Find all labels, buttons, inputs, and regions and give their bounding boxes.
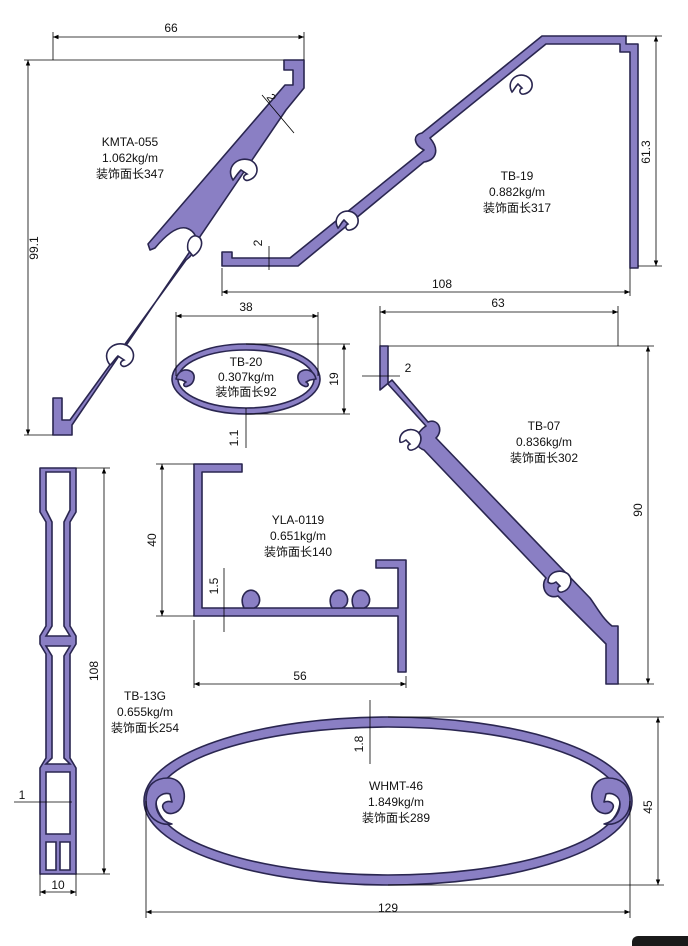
tb20-wall-label: 1.1 [227, 429, 241, 446]
tb19-area: 装饰面长317 [483, 201, 551, 215]
kmta-weight: 1.062kg/m [102, 151, 158, 165]
tb19-height-label: 61.3 [639, 140, 653, 164]
tb07-height-label: 90 [631, 503, 645, 517]
yla-weight: 0.651kg/m [270, 529, 326, 543]
tb19-width-label: 108 [432, 277, 452, 291]
yla-area: 装饰面长140 [264, 545, 332, 559]
tb19-weight: 0.882kg/m [489, 185, 545, 199]
tb20-weight: 0.307kg/m [218, 370, 274, 384]
tb13g-width-label: 10 [51, 878, 65, 892]
page-number-tab [632, 936, 688, 946]
whmt-weight: 1.849kg/m [368, 795, 424, 809]
yla-width-label: 56 [293, 669, 307, 683]
whmt-width-label: 129 [378, 901, 398, 915]
kmta-height-label: 99.1 [27, 236, 41, 260]
tb20-height-label: 19 [327, 372, 341, 386]
tb07-area: 装饰面长302 [510, 451, 578, 465]
profile-yla-0119: 40 56 1.5 YLA-0119 0.651kg/m 装饰面长140 [145, 463, 407, 688]
tb07-wall-label: 2 [405, 361, 412, 375]
tb19-code: TB-19 [501, 169, 534, 183]
profile-kmta-055: 66 99.1 2 KMTA-055 1.062kg/m 装饰面长347 [24, 21, 305, 436]
tb07-weight: 0.836kg/m [516, 435, 572, 449]
yla-wall-label: 1.5 [207, 577, 221, 594]
tb20-code: TB-20 [230, 355, 263, 369]
kmta-width-label: 66 [164, 21, 178, 35]
whmt-code: WHMT-46 [369, 779, 423, 793]
tb13g-area: 装饰面长254 [111, 721, 179, 735]
profile-tb-19: 108 61.3 2 TB-19 0.882kg/m 装饰面长317 [221, 35, 662, 296]
whmt-area: 装饰面长289 [362, 811, 430, 825]
tb07-width-label: 63 [491, 296, 505, 310]
kmta-area: 装饰面长347 [96, 167, 164, 181]
tb13g-height-label: 108 [87, 661, 101, 681]
tb13g-weight: 0.655kg/m [117, 705, 173, 719]
whmt-height-label: 45 [641, 800, 655, 814]
profile-tb-20: 38 19 1.1 TB-20 0.307kg/m 装饰面长92 [171, 300, 350, 448]
profile-tb-13g: 108 10 1 TB-13G 0.655kg/m 装饰面长254 [14, 467, 179, 896]
profile-tb-07: 63 90 2 TB-07 0.836kg/m 装饰面长302 [362, 296, 654, 685]
tb13g-wall-label: 1 [19, 788, 26, 802]
yla-height-label: 40 [145, 533, 159, 547]
tb07-code: TB-07 [528, 419, 561, 433]
whmt-wall-label: 1.8 [352, 735, 366, 752]
yla-code: YLA-0119 [272, 513, 325, 527]
profile-whmt-46: 129 45 1.8 WHMT-46 1.849kg/m 装饰面长289 [143, 700, 664, 918]
kmta-code: KMTA-055 [102, 135, 159, 149]
tb19-wall-label: 2 [251, 239, 265, 246]
tb20-area: 装饰面长92 [215, 385, 277, 399]
tb20-width-label: 38 [239, 300, 253, 314]
tb13g-code: TB-13G [124, 689, 166, 703]
